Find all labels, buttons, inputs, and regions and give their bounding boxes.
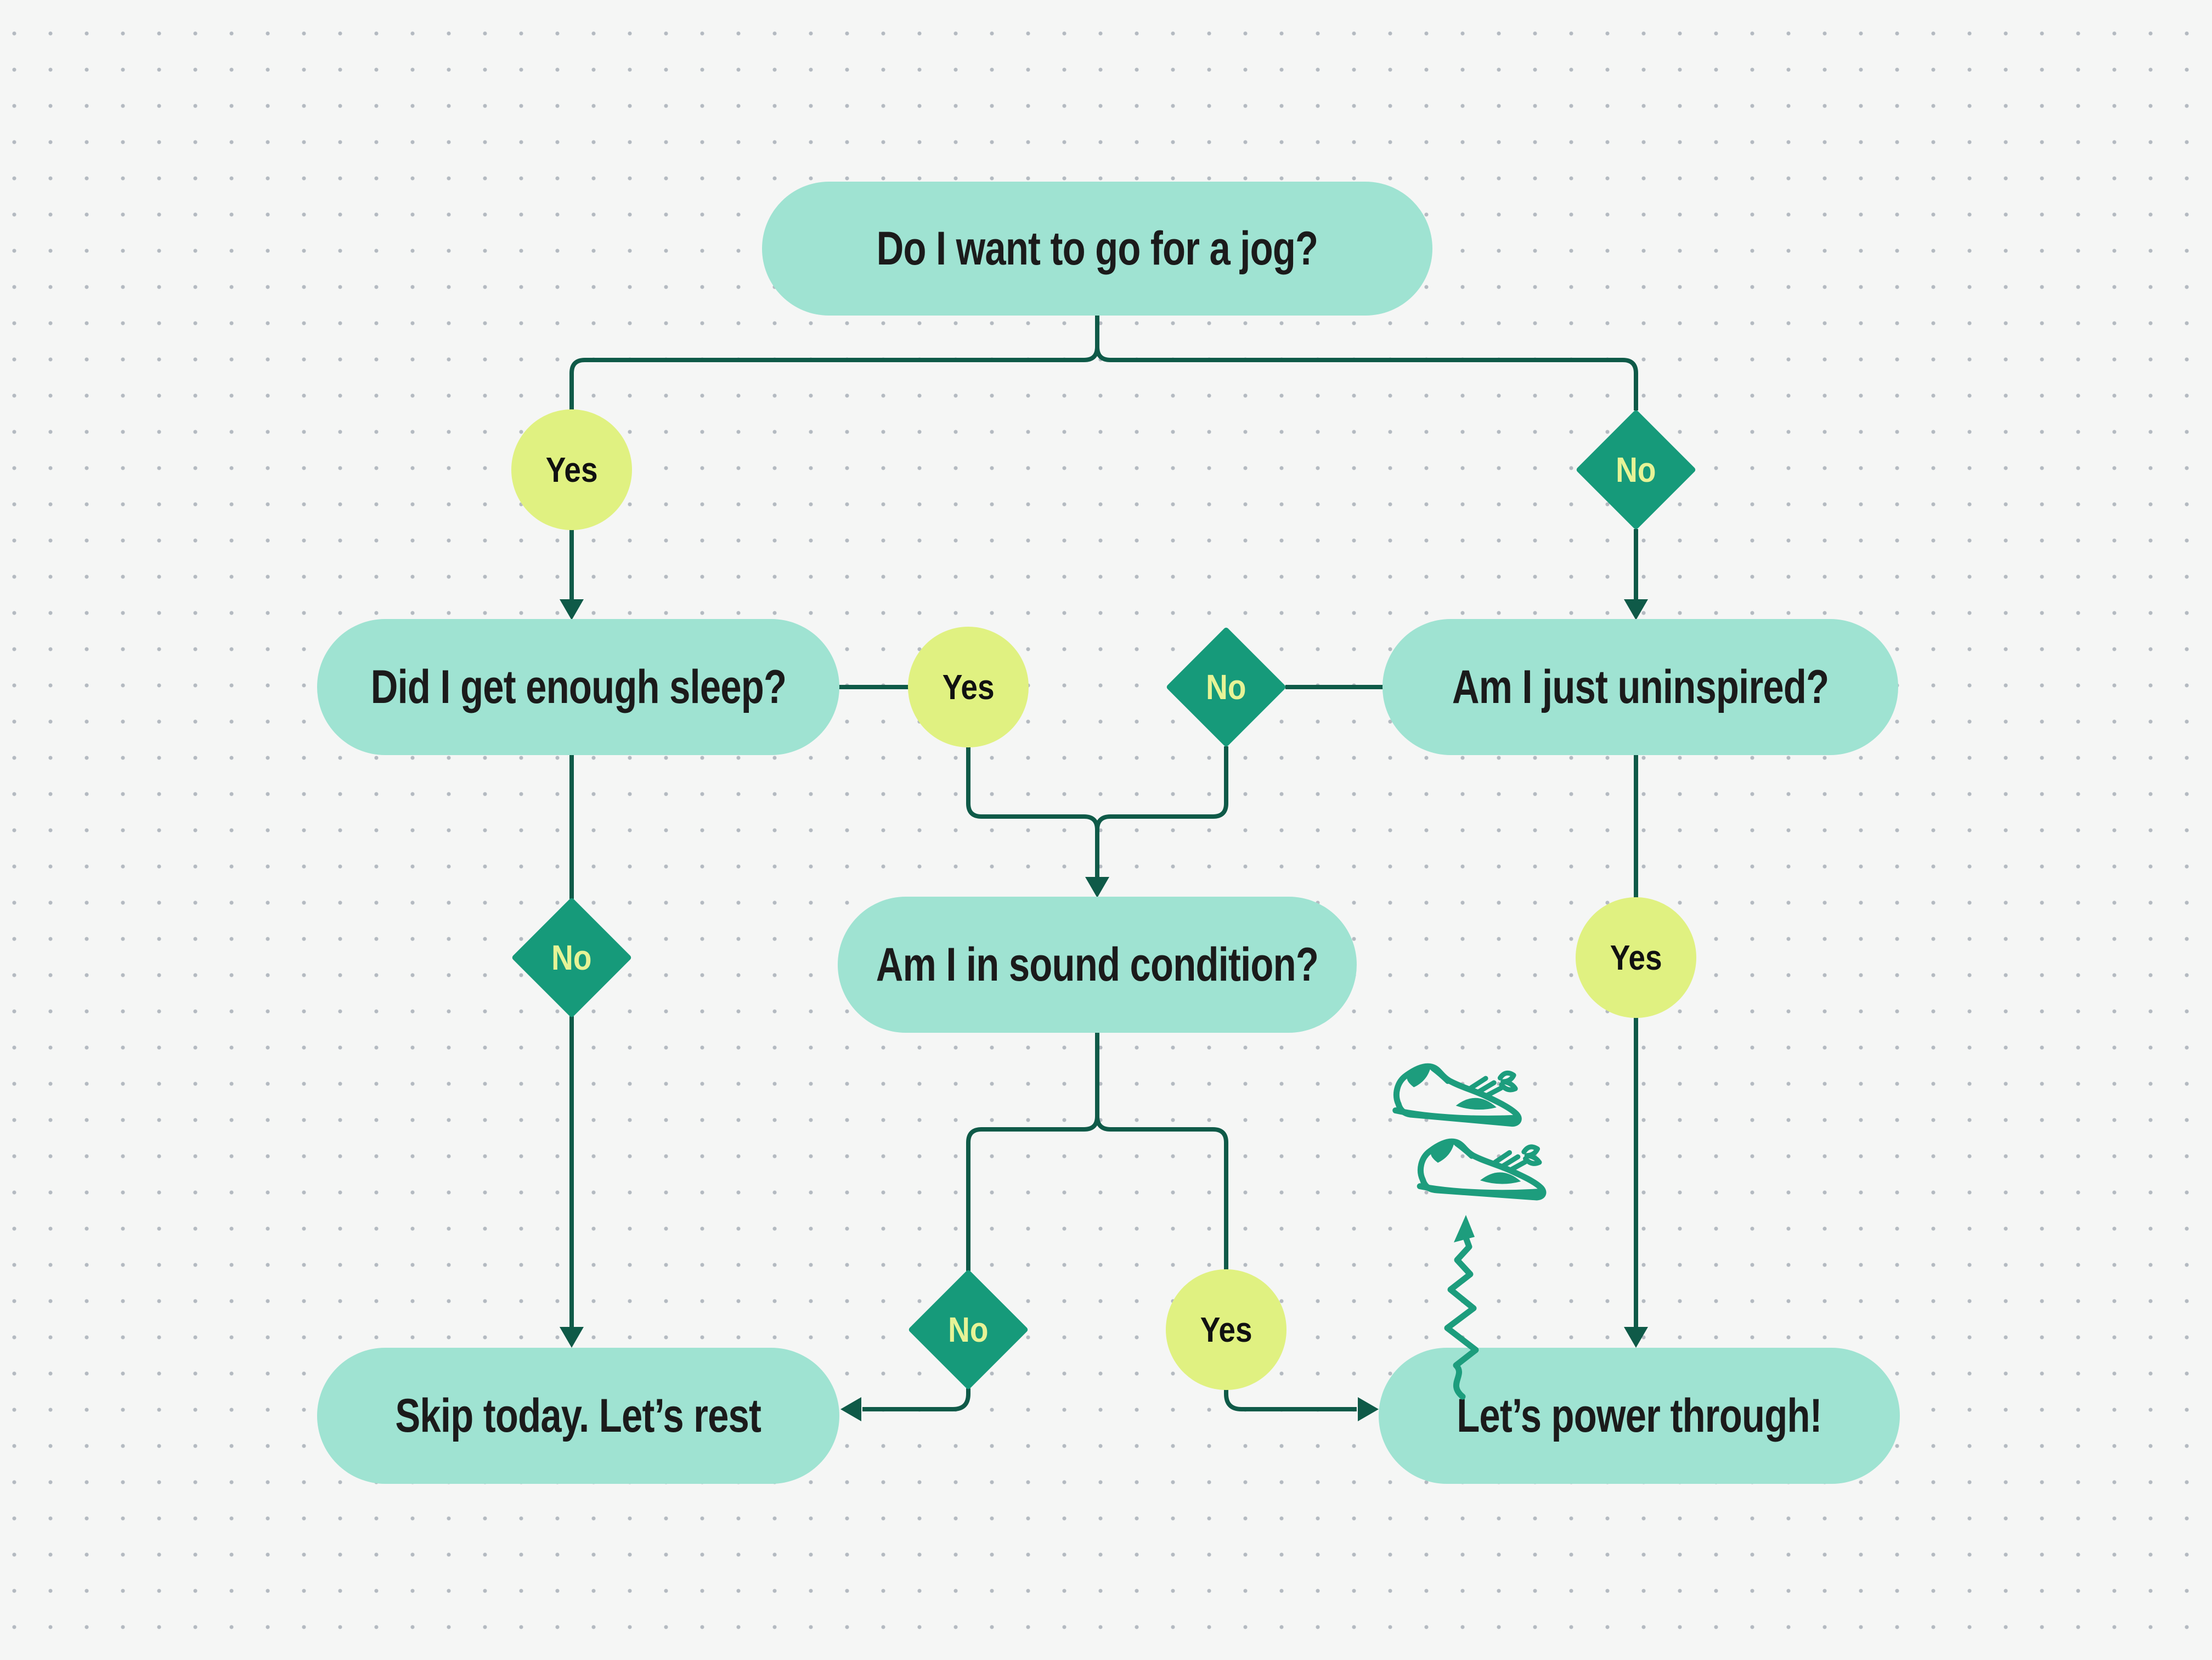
node-uninspired-label: Am I just uninspired? [1452,660,1829,713]
edge-condition-to-yes [1095,1033,1228,1271]
badge-condition-yes[interactable]: Yes [1166,1269,1286,1390]
arrowheads [560,599,1648,1421]
node-sleep-label: Did I get enough sleep? [370,660,786,713]
arrowhead-into-rest-side [840,1397,861,1421]
node-power[interactable]: Let’s power through! [1379,1348,1900,1484]
edge-no-merge-right [1095,746,1228,879]
node-condition-label: Am I in sound condition? [876,938,1319,991]
badge-start-no-label: No [1616,450,1656,489]
node-power-label: Let’s power through! [1457,1389,1822,1442]
badge-start-yes[interactable]: Yes [511,409,632,530]
node-start[interactable]: Do I want to go for a jog? [762,182,1432,316]
arrowhead-into-power-top [1624,1327,1648,1348]
badge-uninspired-no-label: No [1206,667,1246,707]
node-start-label: Do I want to go for a jog? [876,222,1318,275]
badge-uninspired-yes[interactable]: Yes [1576,897,1696,1018]
badge-start-yes-label: Yes [545,450,598,489]
badge-sleep-yes-label: Yes [942,667,995,707]
node-rest-label: Skip today. Let’s rest [395,1389,762,1442]
badge-condition-no-label: No [948,1310,989,1349]
badge-condition-yes-label: Yes [1200,1310,1252,1349]
arrowhead-into-condition [1085,877,1109,898]
badge-sleep-yes[interactable]: Yes [908,627,1029,747]
edge-yes-merge-left [966,746,1099,879]
badge-sleep-no-label: No [551,938,592,977]
node-condition[interactable]: Am I in sound condition? [838,897,1357,1033]
edge-start-to-yes [569,315,1099,410]
edge-start-to-no [1095,315,1638,410]
edge-condition-to-no [966,1033,1099,1271]
node-uninspired[interactable]: Am I just uninspired? [1383,619,1898,755]
edge-no-to-rest-side [862,1388,970,1411]
arrowhead-into-sleep [560,599,584,620]
edge-yes-to-power-side [1224,1388,1357,1411]
arrowhead-into-rest-top [560,1327,584,1348]
node-sleep[interactable]: Did I get enough sleep? [317,619,839,755]
arrowhead-into-power-side [1358,1397,1379,1421]
arrowhead-into-uninspired [1624,599,1648,620]
node-rest[interactable]: Skip today. Let’s rest [317,1348,839,1484]
badge-uninspired-yes-label: Yes [1610,938,1662,977]
connector-edges [569,315,1638,1411]
